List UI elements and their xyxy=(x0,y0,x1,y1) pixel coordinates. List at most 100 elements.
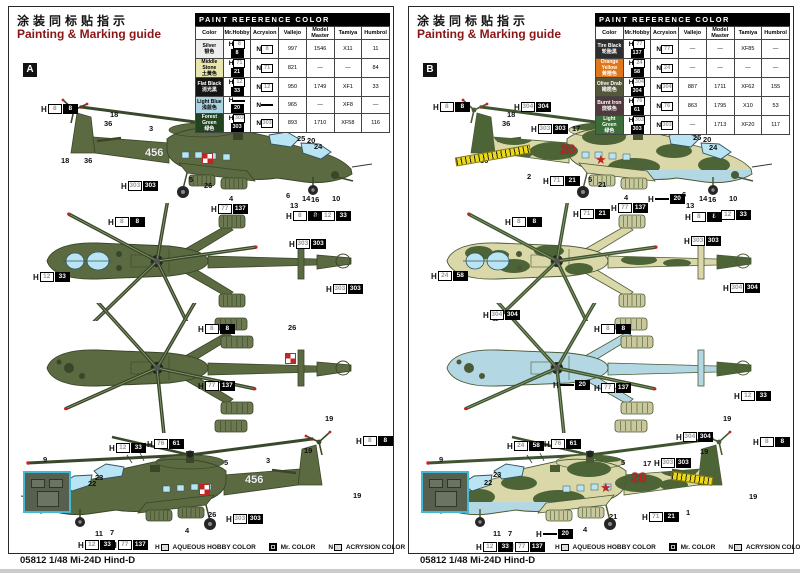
tamiya-cell: — xyxy=(333,58,363,79)
checkerboard-insignia xyxy=(202,153,213,164)
panel-title-cn: 涂装同标贴指示 xyxy=(17,14,130,28)
part-number: 7 xyxy=(110,528,115,537)
model-master-cell: — xyxy=(305,58,335,79)
aircraft-number: 20 xyxy=(631,469,647,485)
acrysion-cell: N xyxy=(250,96,280,115)
helicopter-plan-view xyxy=(446,279,752,470)
part-number: 19 xyxy=(723,414,732,423)
tamiya-cell: X11 xyxy=(333,39,363,60)
legend-mr: Mr. COLOR xyxy=(280,543,316,551)
paint-table-header: Acrysion xyxy=(250,25,280,41)
aqueous-box-icon xyxy=(160,543,169,551)
acrysion-cell: N303 xyxy=(250,113,280,134)
humbrol-cell: 116 xyxy=(361,113,390,134)
part-number: 19 xyxy=(304,446,313,455)
red-star-insignia: ★ xyxy=(600,480,612,495)
part-number: 10 xyxy=(332,194,341,203)
part-number: 9 xyxy=(43,455,48,464)
helicopter-side-view xyxy=(420,430,732,530)
humbrol-cell: — xyxy=(361,96,390,115)
tamiya-cell: XF20 xyxy=(733,115,763,136)
detail-inset-box xyxy=(421,471,469,513)
tamiya-cell: XF8 xyxy=(333,96,363,115)
humbrol-cell: — xyxy=(761,58,790,79)
vallejo-cell: 997 xyxy=(278,39,307,60)
tamiya-cell: XF85 xyxy=(733,39,763,60)
paint-table-title: PAINT REFERENCE COLOR xyxy=(195,13,390,26)
paint-table-header: Vallejo xyxy=(678,25,707,41)
legend-aqueous: AQUEOUS HOBBY COLOR xyxy=(172,543,256,551)
part-number: 14 xyxy=(302,194,311,203)
part-number: 21 xyxy=(598,180,607,189)
checkerboard-insignia xyxy=(285,353,296,364)
tamiya-cell: — xyxy=(733,58,763,79)
legend-h-prefix: H xyxy=(555,543,560,551)
panel-letter-a: A xyxy=(23,63,37,77)
humbrol-cell: 11 xyxy=(361,39,390,60)
part-number: 22 xyxy=(88,479,97,488)
part-number: 26 xyxy=(288,323,297,332)
part-number: 26 xyxy=(204,181,213,190)
vallejo-cell: 887 xyxy=(678,77,707,98)
part-number: 11 xyxy=(493,529,501,538)
paint-table-header: Acrysion xyxy=(650,25,680,41)
part-number: 4 xyxy=(185,526,190,535)
legend-aqueous: AQUEOUS HOBBY COLOR xyxy=(572,543,656,551)
acrysion-box-icon xyxy=(334,543,343,551)
legend-n-prefix: N xyxy=(328,543,334,551)
tamiya-cell: XF1 xyxy=(333,77,363,98)
legend-acrysion: ACRYSION COLOR xyxy=(745,543,800,551)
legend-mr: Mr. COLOR xyxy=(680,543,716,551)
part-number: 23 xyxy=(95,473,104,482)
aqueous-box-icon xyxy=(560,543,569,551)
part-number: 13 xyxy=(290,201,299,210)
vallejo-cell: — xyxy=(678,58,707,79)
part-number: 36 xyxy=(502,119,511,128)
color-legend: H AQUEOUS HOBBY COLOR Mr. COLOR N ACRYSI… xyxy=(155,543,413,551)
paint-table-header: Mr.Hobby xyxy=(622,25,652,41)
acrysion-cell: N303 xyxy=(650,115,680,136)
part-number: 3 xyxy=(149,124,154,133)
part-number: 17 xyxy=(572,124,581,133)
vallejo-cell: 821 xyxy=(278,58,307,79)
paint-table-header: Humbrol xyxy=(361,25,390,41)
